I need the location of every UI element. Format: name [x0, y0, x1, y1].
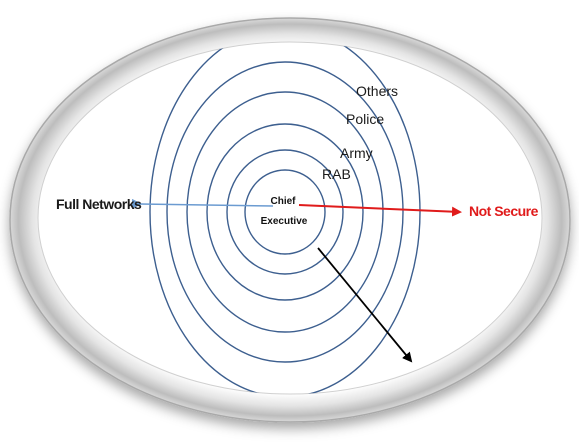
ring-group: [149, 42, 421, 394]
not-secure-label: Not Secure: [469, 203, 539, 219]
ring-army: [206, 123, 364, 301]
full-networks-label: Full Networks: [56, 196, 142, 212]
ring-outer-boundary: [149, 42, 421, 394]
ring-label-army: Army: [340, 145, 373, 161]
ring-label-police: Police: [346, 111, 384, 127]
full-networks-arrow: [131, 198, 274, 209]
diagonal-arrow: [317, 247, 413, 363]
center-label-line1: Chief: [271, 196, 297, 207]
ring-chief-executive: [244, 169, 326, 255]
not-secure-arrow: [298, 204, 462, 217]
ring-rab: [226, 149, 344, 275]
ring-police: [186, 91, 384, 333]
ring-label-others: Others: [356, 83, 398, 99]
center-label-line2: Executive: [261, 216, 308, 227]
ring-label-rab: RAB: [322, 166, 351, 182]
ring-others: [166, 61, 404, 363]
